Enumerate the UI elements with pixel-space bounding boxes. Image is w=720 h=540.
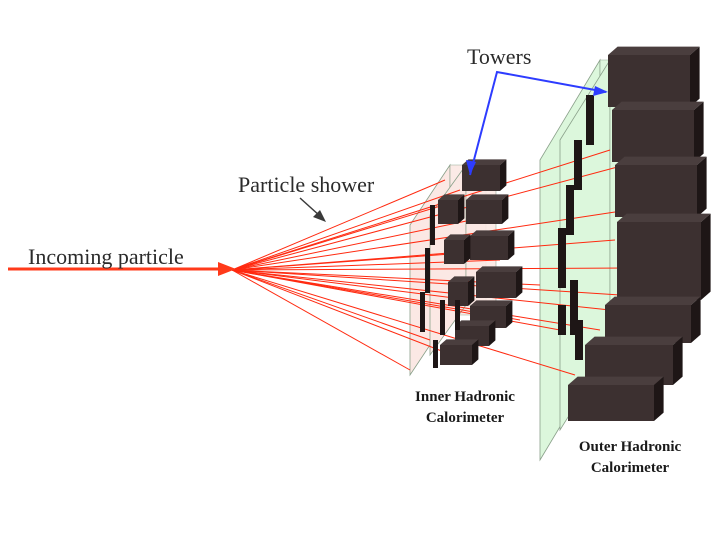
incoming-particle-label: Incoming particle (28, 244, 184, 269)
inner-tower (470, 236, 508, 260)
outer-tower-strut (570, 280, 578, 335)
inner-tower-top (466, 194, 509, 200)
outer-tower (617, 222, 701, 300)
outer-tower-top (585, 336, 683, 345)
inner-tower-side (468, 276, 475, 306)
inner-tower (476, 272, 516, 298)
outer-tower-top (608, 46, 700, 55)
outer-tower-side (654, 376, 664, 421)
shower-ray (231, 179, 446, 271)
inner-tower (440, 345, 472, 365)
shower-ray (231, 189, 461, 271)
outer-tower-side (673, 336, 683, 385)
outer-tower-top (568, 376, 664, 385)
outer-tower-top (615, 156, 707, 165)
outer-tower-strut (575, 320, 583, 360)
inner-tower-top (448, 276, 475, 282)
inner-tower (448, 282, 468, 306)
outer-tower-top (617, 213, 711, 222)
outer-tower-side (697, 156, 707, 217)
shower-ray (231, 164, 626, 271)
inner-tower-side (489, 320, 496, 346)
inner-tower-strut (430, 205, 435, 245)
shower-ray (231, 269, 471, 301)
towers-label: Towers (467, 44, 531, 69)
shower-ray (231, 269, 576, 376)
inner-calorimeter-label-line1: Inner Hadronic (415, 389, 515, 405)
inner-tower-strut (425, 248, 430, 293)
outer-tower (585, 345, 673, 385)
outer-calorimeter-label-line1: Outer Hadronic (579, 439, 682, 455)
towers-pointer-arrows (466, 70, 608, 176)
inner-tower-strut (420, 292, 425, 332)
outer-tower-side (690, 46, 700, 107)
shower-ray (231, 214, 496, 271)
inner-tower (438, 200, 458, 224)
outer-calorimeter-label-line2: Calorimeter (591, 460, 670, 476)
outer-tower-side (694, 101, 704, 162)
shower-ray (231, 269, 601, 331)
inner-tower-top (470, 300, 513, 306)
shower-ray (231, 269, 611, 311)
inner-tower-side (472, 339, 479, 365)
inner-tower (444, 240, 464, 264)
inner-tower-side (502, 194, 509, 224)
outer-tower (605, 305, 691, 343)
outer-tower (568, 385, 654, 421)
shower-ray (231, 149, 611, 271)
inner-tower-side (516, 266, 523, 298)
inner-tower (462, 165, 500, 191)
particle-shower-label: Particle shower (238, 172, 375, 197)
outer-tower-strut (558, 228, 566, 288)
inner-tower-top (470, 230, 515, 236)
outer-tower-strut (558, 305, 566, 335)
outer-tower (615, 165, 697, 217)
outer-tower (612, 110, 694, 162)
inner-tower-top (476, 266, 523, 272)
shower-ray (231, 199, 461, 271)
outer-tower-top (605, 296, 701, 305)
inner-calorimeter-label-line2: Calorimeter (426, 410, 505, 426)
outer-tower-strut (566, 185, 574, 235)
outer-tower-side (701, 213, 711, 300)
outer-calorimeter-towers (558, 46, 711, 421)
outer-tower-top (612, 101, 704, 110)
inner-tower-strut (433, 340, 438, 368)
particle-shower-rays (231, 149, 631, 376)
inner-tower-top (455, 320, 496, 326)
outer-tower-strut (586, 95, 594, 145)
outer-tower (608, 55, 690, 107)
inner-tower-side (464, 234, 471, 264)
inner-tower (466, 200, 502, 224)
inner-tower-side (506, 300, 513, 328)
shower-ray (231, 211, 616, 271)
inner-tower-top (438, 194, 465, 200)
shower-ray (231, 269, 431, 341)
inner-tower-side (500, 159, 507, 191)
outer-tower-side (691, 296, 701, 343)
inner-tower-strut (455, 300, 460, 330)
shower-ray (231, 269, 411, 371)
inner-tower-strut (440, 300, 445, 335)
shower-pointer-arrow (299, 197, 326, 222)
inner-tower-side (458, 194, 465, 224)
inner-tower-top (444, 234, 471, 240)
incoming-particle-arrow (8, 262, 236, 276)
inner-tower-top (440, 339, 479, 345)
outer-tower-strut (574, 140, 582, 190)
inner-tower-side (508, 230, 515, 260)
shower-ray (231, 269, 466, 361)
